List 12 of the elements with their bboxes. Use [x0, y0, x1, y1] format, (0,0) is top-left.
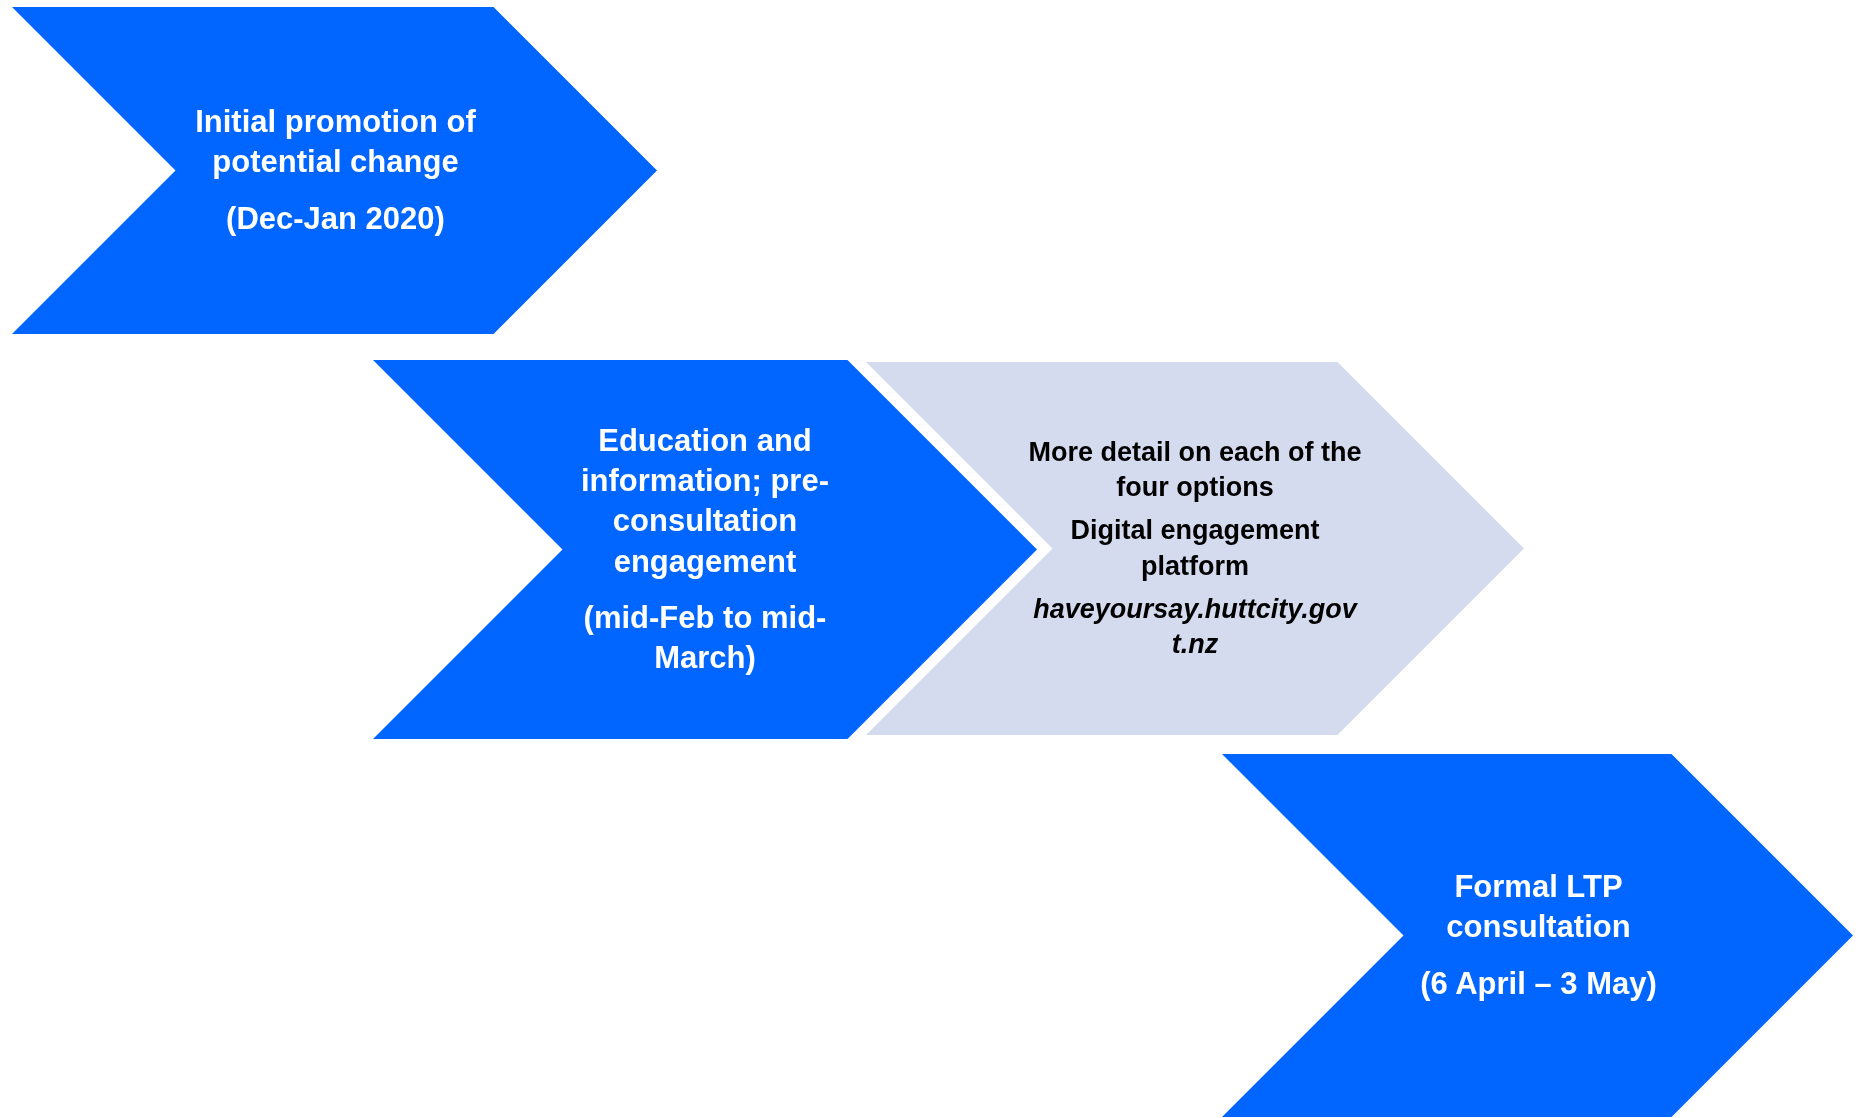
step-text: (Dec-Jan 2020): [226, 199, 445, 238]
chevron-step: [12, 7, 657, 334]
step-text: Initial promotion of potential change: [194, 103, 477, 182]
step-text: (6 April – 3 May): [1420, 964, 1657, 1003]
step-text: More detail on each of the four options: [1028, 436, 1362, 505]
step-text: Digital engagement platform: [1069, 514, 1321, 583]
step-text: Formal LTP consultation: [1445, 868, 1632, 947]
chevron-step: [1222, 754, 1853, 1117]
web-address: haveyoursay.huttcity.govt.nz: [1032, 592, 1359, 661]
chevron-step: [866, 362, 1524, 735]
step-text: Education and information; pre-consultation engagement: [580, 421, 830, 581]
step-text: (mid-Feb to mid-March): [582, 598, 828, 678]
